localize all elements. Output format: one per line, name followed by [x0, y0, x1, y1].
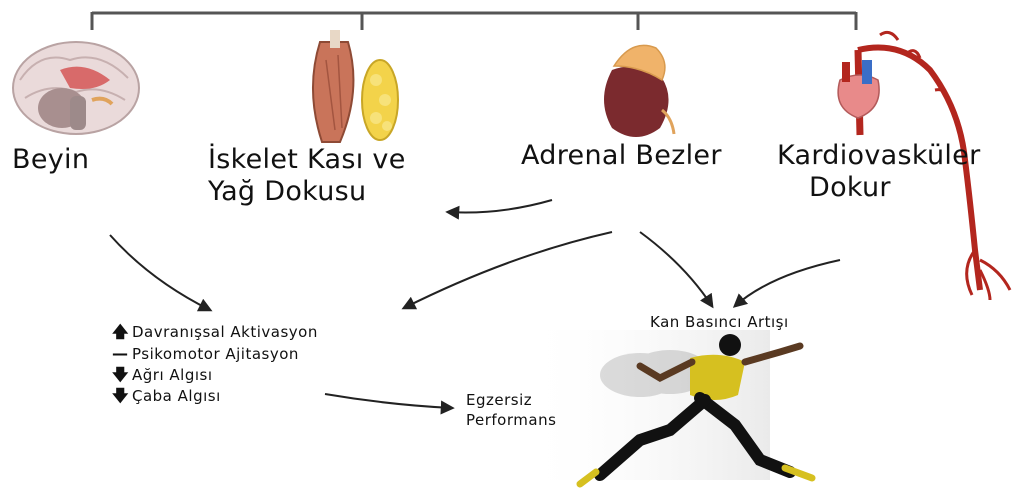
effect-text: Çaba Algısı: [132, 386, 221, 406]
up-arrow-icon: 🡅: [112, 322, 132, 342]
arrow-brain-to-effects: [110, 235, 210, 310]
muscle-label-line1: İskelet Kası ve: [208, 144, 406, 176]
brain-label: Beyin: [12, 144, 89, 176]
effect-row-behavioral: 🡅 Davranışsal Aktivasyon: [112, 322, 318, 342]
cardio-label-line1: Kardiovasküler: [777, 140, 980, 172]
effect-text: Davranışsal Aktivasyon: [132, 322, 318, 342]
down-arrow-icon: 🡇: [112, 365, 132, 385]
effect-row-pain: 🡇 Ağrı Algısı: [112, 365, 213, 385]
down-arrow-icon: 🡇: [112, 386, 132, 406]
arrow-adrenal-to-effects: [404, 232, 612, 308]
blood-pressure-label: Kan Basıncı Artışı: [650, 312, 789, 332]
effect-row-psychomotor: — Psikomotor Ajitasyon: [112, 344, 299, 364]
muscle-label-line2: Yağ Dokusu: [208, 176, 366, 208]
effect-row-effort: 🡇 Çaba Algısı: [112, 386, 221, 406]
arrow-cardio-to-bp: [735, 260, 840, 306]
arrow-adrenal-to-muscle: [448, 200, 552, 213]
arrow-adrenal-to-bp: [640, 232, 712, 306]
runner-icon: [520, 330, 812, 484]
performance-label-line1: Egzersiz: [466, 390, 532, 410]
top-bracket: [92, 12, 856, 30]
dash-icon: —: [112, 344, 132, 364]
performance-label-line2: Performans: [466, 410, 556, 430]
brain-icon: [13, 42, 139, 134]
arrow-effects-to-performance: [325, 394, 452, 408]
cardio-label-line2: Dokur: [809, 172, 891, 204]
adrenal-label: Adrenal Bezler: [521, 140, 722, 172]
muscle-fat-icon: [313, 30, 398, 142]
effect-text: Psikomotor Ajitasyon: [132, 344, 299, 364]
effect-text: Ağrı Algısı: [132, 365, 213, 385]
kidney-adrenal-icon: [604, 45, 674, 137]
